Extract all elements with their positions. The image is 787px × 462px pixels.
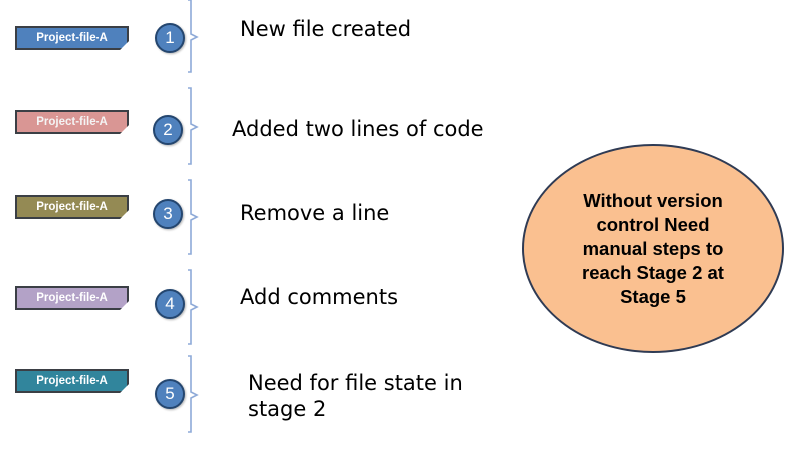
file-label: Project-file-A xyxy=(36,292,108,304)
project-file-box-2: Project-file-A xyxy=(15,110,129,134)
step-number-4: 4 xyxy=(155,289,185,319)
step-description-3: Remove a line xyxy=(240,201,390,225)
bracket-4 xyxy=(188,269,199,345)
bracket-1 xyxy=(188,0,199,73)
step-number-1: 1 xyxy=(155,23,185,53)
step-description-5: Need for file state in stage 2 xyxy=(248,370,463,422)
project-file-box-3: Project-file-A xyxy=(15,195,129,219)
step-description-4: Add comments xyxy=(240,285,399,309)
file-label: Project-file-A xyxy=(36,116,108,128)
project-file-box-1: Project-file-A xyxy=(15,26,129,50)
bracket-3 xyxy=(188,179,199,255)
step-description-5-line-2: stage 2 xyxy=(248,397,327,421)
bracket-5 xyxy=(188,355,199,433)
step-number-3: 3 xyxy=(153,199,183,229)
step-description-5-line-1: Need for file state in xyxy=(248,371,463,395)
step-number-5: 5 xyxy=(155,379,185,409)
project-file-box-4: Project-file-A xyxy=(15,286,129,310)
step-number-2: 2 xyxy=(153,115,183,145)
file-label: Project-file-A xyxy=(36,375,108,387)
project-file-box-5: Project-file-A xyxy=(15,369,129,393)
file-label: Project-file-A xyxy=(36,32,108,44)
callout-text: Without version control Need manual step… xyxy=(582,189,724,307)
file-label: Project-file-A xyxy=(36,201,108,213)
step-description-1: New file created xyxy=(240,17,412,41)
bracket-2 xyxy=(188,87,199,165)
step-description-2: Added two lines of code xyxy=(232,117,484,141)
callout-oval: Without version control Need manual step… xyxy=(522,144,784,353)
